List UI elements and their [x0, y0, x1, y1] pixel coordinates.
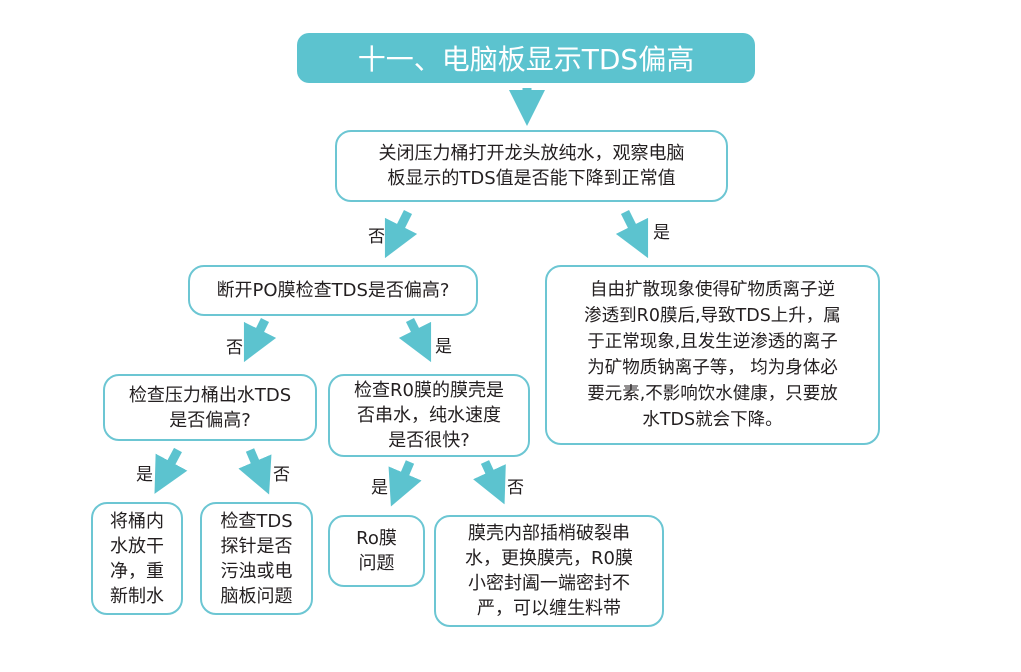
node-ro-problem: Ro膜 问题	[328, 515, 425, 587]
node-start: 关闭压力桶打开龙头放纯水，观察电脑 板显示的TDS值是否能下降到正常值	[335, 130, 728, 202]
node-text: Ro膜 问题	[356, 528, 397, 574]
page-title: 十一、电脑板显示TDS偏高	[297, 33, 755, 83]
node-text: 断开PO膜检查TDS是否偏高?	[216, 280, 450, 301]
label-yes: 是	[435, 337, 452, 357]
node-text: 自由扩散现象使得矿物质离子逆 渗透到R0膜后,导致TDS上升，属 于正常现象,且…	[584, 280, 841, 430]
node-check-po: 断开PO膜检查TDS是否偏高?	[188, 265, 478, 316]
label-yes: 是	[371, 478, 388, 498]
node-text: 膜壳内部插梢破裂串 水，更换膜壳，R0膜 小密封阖一端密封不 严，可以缠生料带	[465, 523, 633, 619]
node-text: 将桶内 水放干 净，重 新制水	[110, 510, 164, 607]
node-text: 检查压力桶出水TDS 是否偏高?	[128, 384, 292, 431]
arrow-po-yes	[398, 317, 432, 363]
node-housing: 膜壳内部插梢破裂串 水，更换膜壳，R0膜 小密封阖一端密封不 严，可以缠生料带	[434, 515, 664, 627]
arrow-tank-no	[238, 448, 272, 495]
arrow-tank-yes	[154, 447, 188, 494]
label-no: 否	[368, 227, 385, 247]
label-no: 否	[226, 338, 243, 358]
node-check-probe: 检查TDS 探针是否 污浊或电 脑板问题	[200, 502, 313, 615]
node-text: 检查TDS 探针是否 污浊或电 脑板问题	[220, 510, 293, 607]
node-check-ro: 检查R0膜的膜壳是 否串水，纯水速度 是否很快?	[328, 374, 530, 457]
arrow-ro-yes	[388, 460, 422, 507]
arrow-start-yes	[615, 209, 649, 259]
label-yes: 是	[653, 223, 670, 243]
arrow-start-no	[384, 209, 418, 259]
label-no: 否	[273, 465, 290, 485]
node-normal: 自由扩散现象使得矿物质离子逆 渗透到R0膜后,导致TDS上升，属 于正常现象,且…	[545, 265, 880, 445]
node-text: 检查R0膜的膜壳是 否串水，纯水速度 是否很快?	[354, 380, 504, 451]
arrow-po-no	[243, 317, 277, 363]
node-text: 关闭压力桶打开龙头放纯水，观察电脑 板显示的TDS值是否能下降到正常值	[378, 143, 685, 189]
node-check-tank: 检查压力桶出水TDS 是否偏高?	[103, 374, 317, 441]
node-drain-tank: 将桶内 水放干 净，重 新制水	[91, 502, 183, 615]
label-yes: 是	[136, 465, 153, 485]
label-no: 否	[507, 478, 524, 498]
arrow-ro-no	[473, 460, 506, 505]
